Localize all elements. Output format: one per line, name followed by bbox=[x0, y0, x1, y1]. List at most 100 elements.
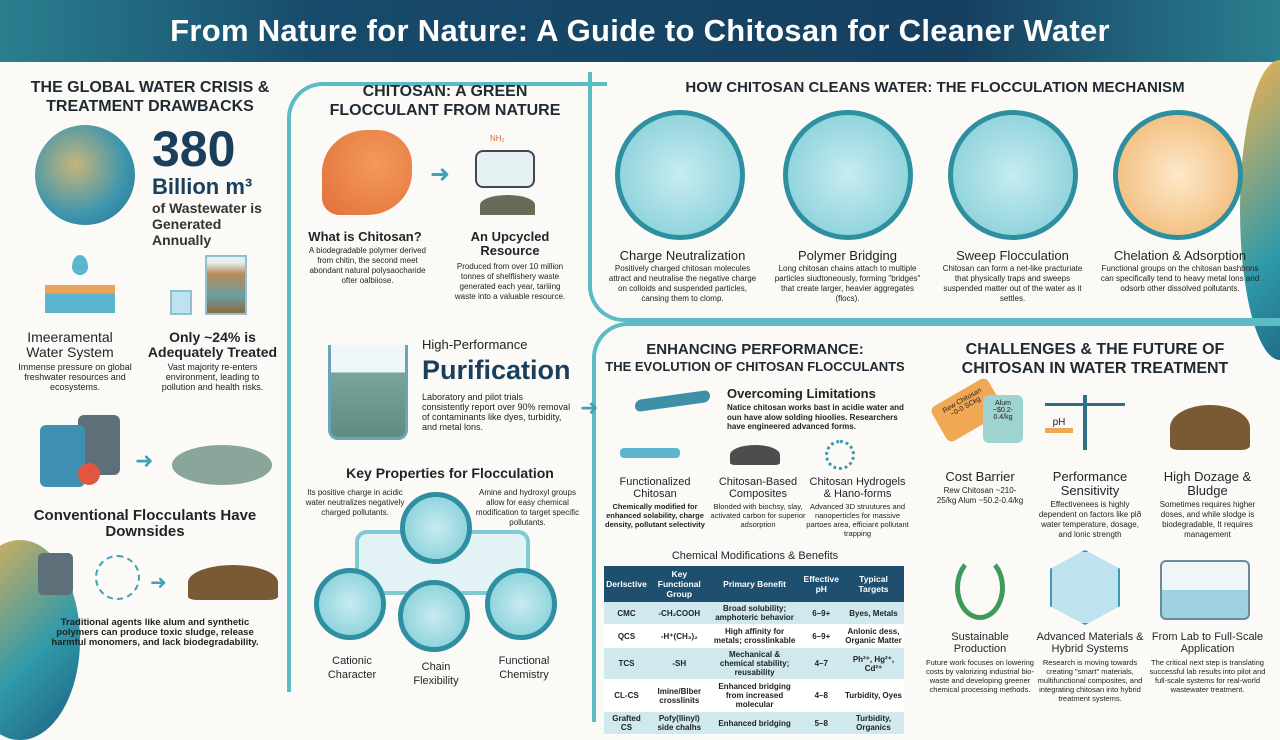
toxic-sludge-icon bbox=[172, 445, 272, 485]
table-cell: 4–8 bbox=[799, 679, 843, 712]
polymer-bridging-circle bbox=[783, 110, 913, 240]
hydrogels-text: Advanced 3D struutures and nanoperticles… bbox=[806, 502, 909, 538]
perf-title: Purification bbox=[422, 355, 571, 385]
table-cell: Mechanical & chemical stability; reusabi… bbox=[709, 647, 800, 680]
table-cell: Turbidity, Organics bbox=[842, 711, 904, 735]
polymer-bridging-title: Polymer Bridging bbox=[798, 248, 897, 263]
beaker-icon bbox=[170, 255, 250, 317]
charge-neutralization-title: Charge Neutralization bbox=[619, 248, 746, 263]
table-cell: QCS bbox=[604, 624, 649, 648]
functional-chemistry-circle bbox=[485, 568, 557, 640]
table-cell: -SH bbox=[648, 647, 710, 680]
shrimp-icon bbox=[322, 130, 412, 215]
table-cell: -CH₂COOH bbox=[648, 602, 710, 625]
chelation-title: Chelation & Adsorption bbox=[1113, 248, 1247, 263]
charge-neutralization-circle bbox=[615, 110, 745, 240]
conventional-text: Traditional agents like alum and synthet… bbox=[51, 617, 259, 648]
sprout-icon bbox=[955, 555, 1005, 620]
table-cell: 6–9+ bbox=[799, 602, 843, 625]
polymer-bridging-text: Long chitosan chains attach to multiple … bbox=[774, 264, 921, 303]
key-left-text: Its positive charge in acidic water neut… bbox=[305, 488, 405, 517]
sludge-pile-icon bbox=[188, 565, 278, 600]
enhance-title-2: THE EVOLUTION OF CHITOSAN FLOCCULANTS bbox=[605, 359, 905, 374]
upcycled-title: An Upcycled Resource bbox=[470, 229, 550, 258]
arrow-right-icon: ➜ bbox=[430, 161, 451, 188]
overcoming-text: Natice chitosan works bast in acidie wat… bbox=[727, 403, 904, 431]
ph-label: pH bbox=[1045, 417, 1073, 433]
table-cell: Enhanced bridging bbox=[709, 711, 800, 735]
enhance-panel-border bbox=[592, 322, 1280, 722]
cationic-label: Cationic Character bbox=[327, 655, 377, 681]
table-cell: Pofy(llinyl) side chalhs bbox=[648, 711, 710, 735]
table-cell: TCS bbox=[604, 647, 649, 680]
table-cell: Ph²⁺, Hg²⁺, Cd²⁺ bbox=[842, 647, 904, 680]
sensitivity-text: Effectivenees is highly dependent on fac… bbox=[1038, 500, 1142, 539]
functional-chemistry-label: Functional Chemistry bbox=[498, 655, 550, 681]
charge-neutralization-text: Positively charged chitosan molecules at… bbox=[608, 264, 757, 303]
sensitivity-title: Performance Sensitivity bbox=[1052, 469, 1128, 498]
functionalized-title: Functionalized Chitosan bbox=[619, 476, 691, 500]
dosage-title: High Dozage & Bludge bbox=[1163, 469, 1252, 498]
key-right-text: Amine and hydroxyl groups allow for easy… bbox=[475, 488, 580, 527]
table-cell: High affinity for metals; crosslinkable bbox=[709, 624, 800, 648]
what-is-chitosan-text: A biodegradable polymer derived from chi… bbox=[309, 246, 426, 285]
key-properties-title: Key Properties for Flocculation bbox=[346, 465, 554, 481]
functionalized-text: Chemically modified for enhanced solabil… bbox=[605, 502, 705, 529]
chain-flexibility-label: Chain Flexibility bbox=[413, 661, 459, 687]
wastewater-unit: Billion m³ bbox=[152, 174, 253, 199]
arrow-right-icon: ➜ bbox=[150, 572, 167, 594]
hydrogels-title: Chitosan Hydrogels & Hano-forms bbox=[809, 476, 906, 500]
cracked-earth-icon bbox=[35, 125, 135, 225]
overcoming-title: Overcoming Limitations bbox=[727, 386, 876, 401]
sweep-flocculation-text: Chitosan can form a net-like practuriate… bbox=[942, 264, 1083, 303]
balance-scale-icon: pH bbox=[1045, 395, 1125, 455]
sludge-pile-icon bbox=[1170, 405, 1250, 450]
crisis-title: THE GLOBAL WATER CRISIS & TREATMENT DRAW… bbox=[30, 79, 270, 115]
chelation-text: Functional groups on the chitosan bashbo… bbox=[1100, 264, 1260, 293]
lab-to-plant-icon bbox=[1160, 560, 1250, 620]
table-header: Effective pH bbox=[799, 566, 843, 602]
perf-subtitle: High-Performance bbox=[422, 337, 528, 352]
advanced-materials-text: Research is moving towards creating "sma… bbox=[1037, 658, 1143, 703]
dosage-text: Sometimes requires higher doses, and whi… bbox=[1159, 500, 1256, 539]
water-system-text: Immense pressure on global freshwater re… bbox=[18, 362, 132, 392]
perf-text: Laboratory and pilot trials consistently… bbox=[422, 392, 571, 432]
lab-to-scale-title: From Lab to Full-Scale Application bbox=[1151, 631, 1264, 655]
barrel-icon bbox=[38, 553, 73, 595]
water-system-title: Imeeramental Water System bbox=[26, 329, 114, 360]
treated-text: Vast majority re-enters environment, lea… bbox=[161, 362, 264, 392]
table-cell: -H⁺(CH₃)₂ bbox=[648, 624, 710, 648]
cost-barrier-text: Rew Chitosan ~210-25/kg Alum ~50.2-0.4/k… bbox=[936, 486, 1024, 505]
table-cell: Enhanced bridging from increased molecul… bbox=[709, 679, 800, 712]
lab-to-scale-text: The critical next step is translating su… bbox=[1149, 658, 1266, 694]
table-cell: Grafted CS bbox=[604, 711, 649, 735]
upcycled-text: Produced from over 10 million tonnes of … bbox=[454, 262, 566, 301]
composite-pile-icon bbox=[730, 445, 780, 465]
sustainable-title: Sustainable Production bbox=[951, 631, 1009, 655]
table-header: Key Functional Group bbox=[648, 566, 710, 602]
sweep-flocculation-title: Sweep Flocculation bbox=[956, 248, 1069, 263]
table-header: Primary Benefit bbox=[709, 566, 800, 602]
table-cell: CL-CS bbox=[604, 679, 649, 712]
page-title: From Nature for Nature: A Guide to Chito… bbox=[0, 0, 1280, 62]
chemical-barrels-icon bbox=[40, 415, 125, 490]
functionalized-chain-icon bbox=[620, 448, 680, 458]
wastewater-number: 380 bbox=[152, 121, 236, 177]
green-title: CHITOSAN: A GREEN FLOCCULANT FROM NATURE bbox=[329, 83, 561, 119]
cationic-circle bbox=[314, 568, 386, 640]
table-cell: Imine/Blber crosslinits bbox=[648, 679, 710, 712]
table-cell: 6–9+ bbox=[799, 624, 843, 648]
sustainable-text: Future work focuses on lowering costs by… bbox=[926, 658, 1034, 694]
what-is-chitosan-title: What is Chitosan? bbox=[308, 229, 422, 244]
mechanism-panel-border bbox=[588, 72, 1280, 322]
wastewater-caption: of Wastewater is Generated Annually bbox=[152, 200, 262, 248]
table-cell: 4–7 bbox=[799, 647, 843, 680]
table-header: Derlsctive bbox=[604, 566, 649, 602]
table-cell: Anlonic dess, Organic Matter bbox=[842, 624, 904, 648]
chelation-circle bbox=[1113, 110, 1243, 240]
